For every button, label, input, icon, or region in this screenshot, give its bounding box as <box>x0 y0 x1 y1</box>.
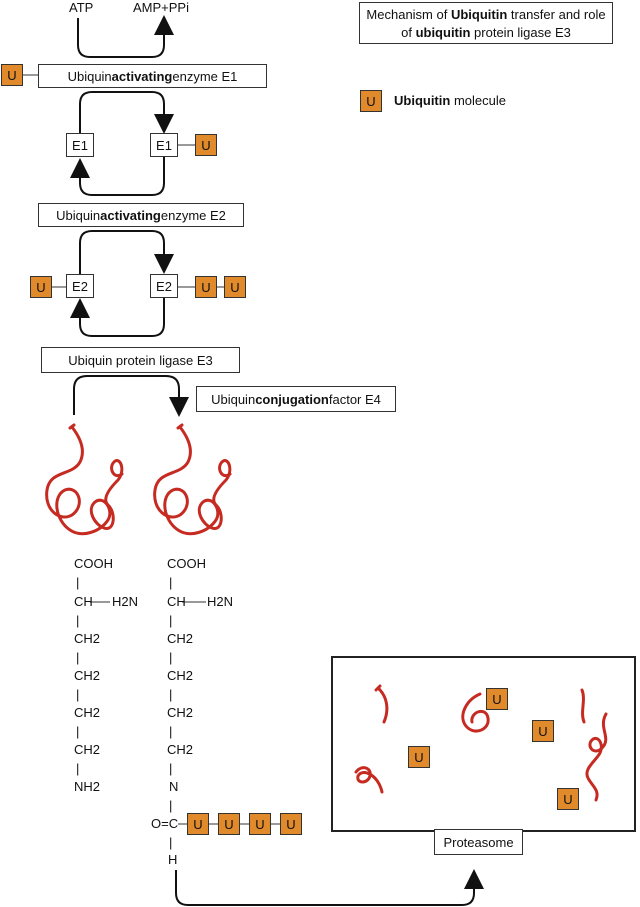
right-ch2-1: CH2 <box>167 631 194 646</box>
left-cooh: COOH <box>74 556 113 571</box>
legend-label: Ubiquitin molecule <box>394 93 506 108</box>
legend-ubiquitin-symbol: U <box>360 90 382 112</box>
e1-top-arrow <box>79 91 174 134</box>
amp-ppi-label: AMP+PPi <box>133 0 189 15</box>
e2-ubiquitin-1: U <box>195 276 217 298</box>
proteasome-frame <box>331 656 636 832</box>
e2-right-box: E2 <box>150 274 178 298</box>
e4-label: Ubiquin conjugation factor E4 <box>196 386 396 412</box>
left-bar-6: | <box>76 761 80 776</box>
left-h2n: H2N <box>112 594 139 609</box>
right-h2n: H2N <box>207 594 234 609</box>
atp-label: ATP <box>69 0 94 15</box>
e2-bottom-arrow <box>70 298 165 337</box>
e1-left-box: E1 <box>66 133 94 157</box>
fragment-2 <box>354 766 384 794</box>
e2-top-arrow <box>79 230 174 274</box>
left-ch2-2: CH2 <box>74 668 101 683</box>
protein-right <box>153 423 232 536</box>
right-bar-3: | <box>169 650 173 665</box>
e2-label: Ubiquin activating enzyme E2 <box>38 203 244 227</box>
proteasome-arrow <box>175 869 484 906</box>
left-ch2-4: CH2 <box>74 742 101 757</box>
proteasome-label: Proteasome <box>434 829 523 855</box>
e1-ubiquitin: U <box>195 134 217 156</box>
e1-label: Ubiquin activating enzyme E1 <box>38 64 267 88</box>
atp-arrow <box>77 15 174 58</box>
e2-left-ubiquitin: U <box>30 276 52 298</box>
right-bar-7: | <box>169 798 173 813</box>
proteasome-ubiquitin-3: U <box>408 746 430 768</box>
fragment-3 <box>461 692 490 733</box>
fragment-1 <box>374 684 389 724</box>
right-ch: CH <box>167 594 186 609</box>
left-ch: CH <box>74 594 93 609</box>
ubiquitin-free: U <box>1 64 23 86</box>
left-ch2-1: CH2 <box>74 631 101 646</box>
proteasome-ubiquitin-4: U <box>557 788 579 810</box>
right-h: H <box>168 852 178 867</box>
right-n: N <box>169 779 179 794</box>
polyubiquitin-2: U <box>218 813 240 835</box>
e3-label: Ubiquin protein ligase E3 <box>41 347 240 373</box>
right-bar-5: | <box>169 724 173 739</box>
right-oc: O=C <box>151 816 179 831</box>
e3-arrow <box>73 375 189 417</box>
proteasome-ubiquitin-1: U <box>486 688 508 710</box>
diagram-title: Mechanism of Ubiquitin transfer and role… <box>359 2 613 44</box>
polyubiquitin-3: U <box>249 813 271 835</box>
right-ch2-3: CH2 <box>167 705 194 720</box>
fragment-4 <box>580 688 586 724</box>
right-bar-1: | <box>169 575 173 590</box>
left-nh2: NH2 <box>74 779 101 794</box>
e2-ubiquitin-2: U <box>224 276 246 298</box>
left-bar-1: | <box>76 575 80 590</box>
protein-left <box>45 423 124 536</box>
right-ch2-2: CH2 <box>167 668 194 683</box>
proteasome-ubiquitin-2: U <box>532 720 554 742</box>
fragment-5 <box>585 712 608 802</box>
right-bar-2: | <box>169 613 173 628</box>
e1-right-box: E1 <box>150 133 178 157</box>
left-bar-2: | <box>76 613 80 628</box>
right-bar-6: | <box>169 761 173 776</box>
polyubiquitin-1: U <box>187 813 209 835</box>
e1-bottom-arrow <box>70 157 165 196</box>
left-ch2-3: CH2 <box>74 705 101 720</box>
right-bar-4: | <box>169 687 173 702</box>
right-ch2-4: CH2 <box>167 742 194 757</box>
e2-left-box: E2 <box>66 274 94 298</box>
right-bar-8: | <box>169 835 173 850</box>
left-bar-4: | <box>76 687 80 702</box>
polyubiquitin-4: U <box>280 813 302 835</box>
right-cooh: COOH <box>167 556 206 571</box>
left-bar-5: | <box>76 724 80 739</box>
left-bar-3: | <box>76 650 80 665</box>
